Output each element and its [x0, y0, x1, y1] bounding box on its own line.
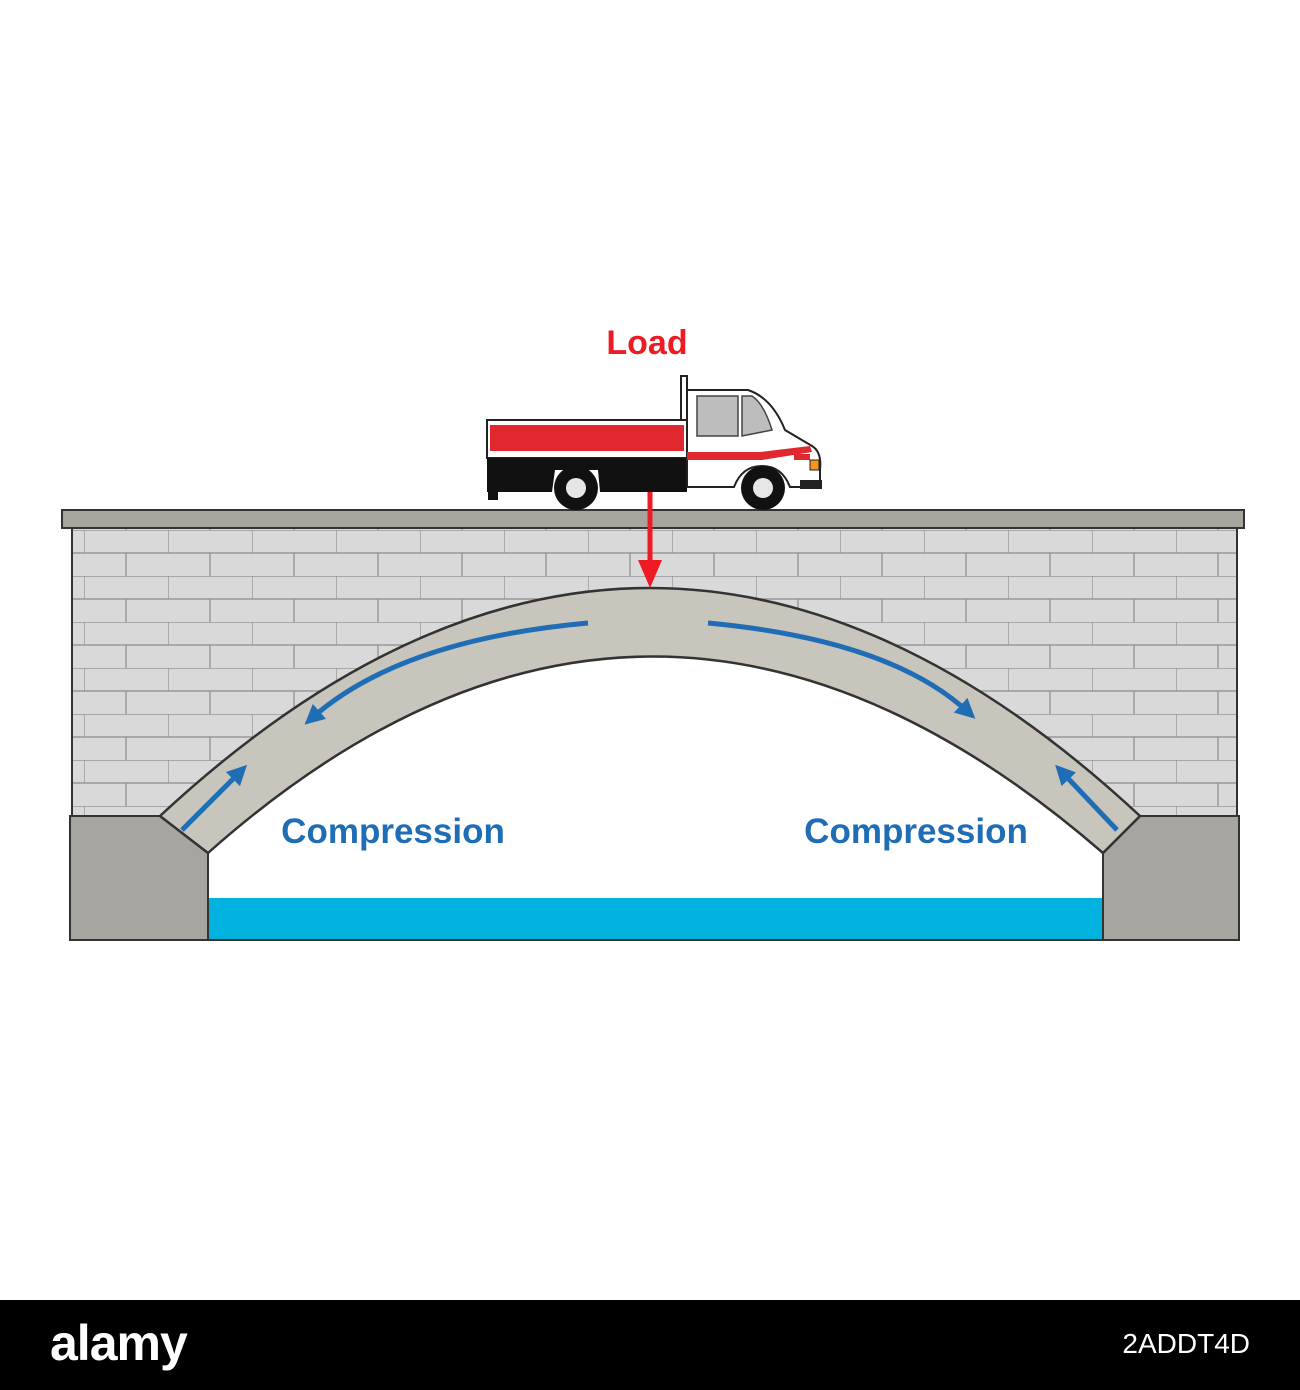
right-abutment [1102, 815, 1240, 941]
load-arrow [638, 492, 662, 588]
alamy-logo: alamy [50, 1315, 188, 1371]
compression-label-right: Compression [804, 812, 1028, 851]
compression-label-left: Compression [281, 812, 505, 851]
left-abutment [69, 815, 209, 941]
compression-arrows [180, 620, 1119, 832]
arch-ring [158, 586, 1142, 855]
compression-arrow-lower-left [180, 764, 248, 832]
truck-icon [486, 375, 822, 510]
compression-arrow-upper-left [304, 620, 589, 725]
river-water [205, 898, 1105, 940]
bridge-deck [61, 509, 1245, 529]
compression-arrow-upper-right [707, 620, 976, 719]
arch-bridge-diagram: Load Compression Compression [61, 324, 1245, 941]
compression-arrow-lower-right [1055, 764, 1119, 832]
load-label: Load [606, 324, 687, 362]
image-id-text: 2ADDT4D [1122, 1328, 1250, 1359]
watermark-footer: alamy 2ADDT4D [0, 1300, 1300, 1390]
